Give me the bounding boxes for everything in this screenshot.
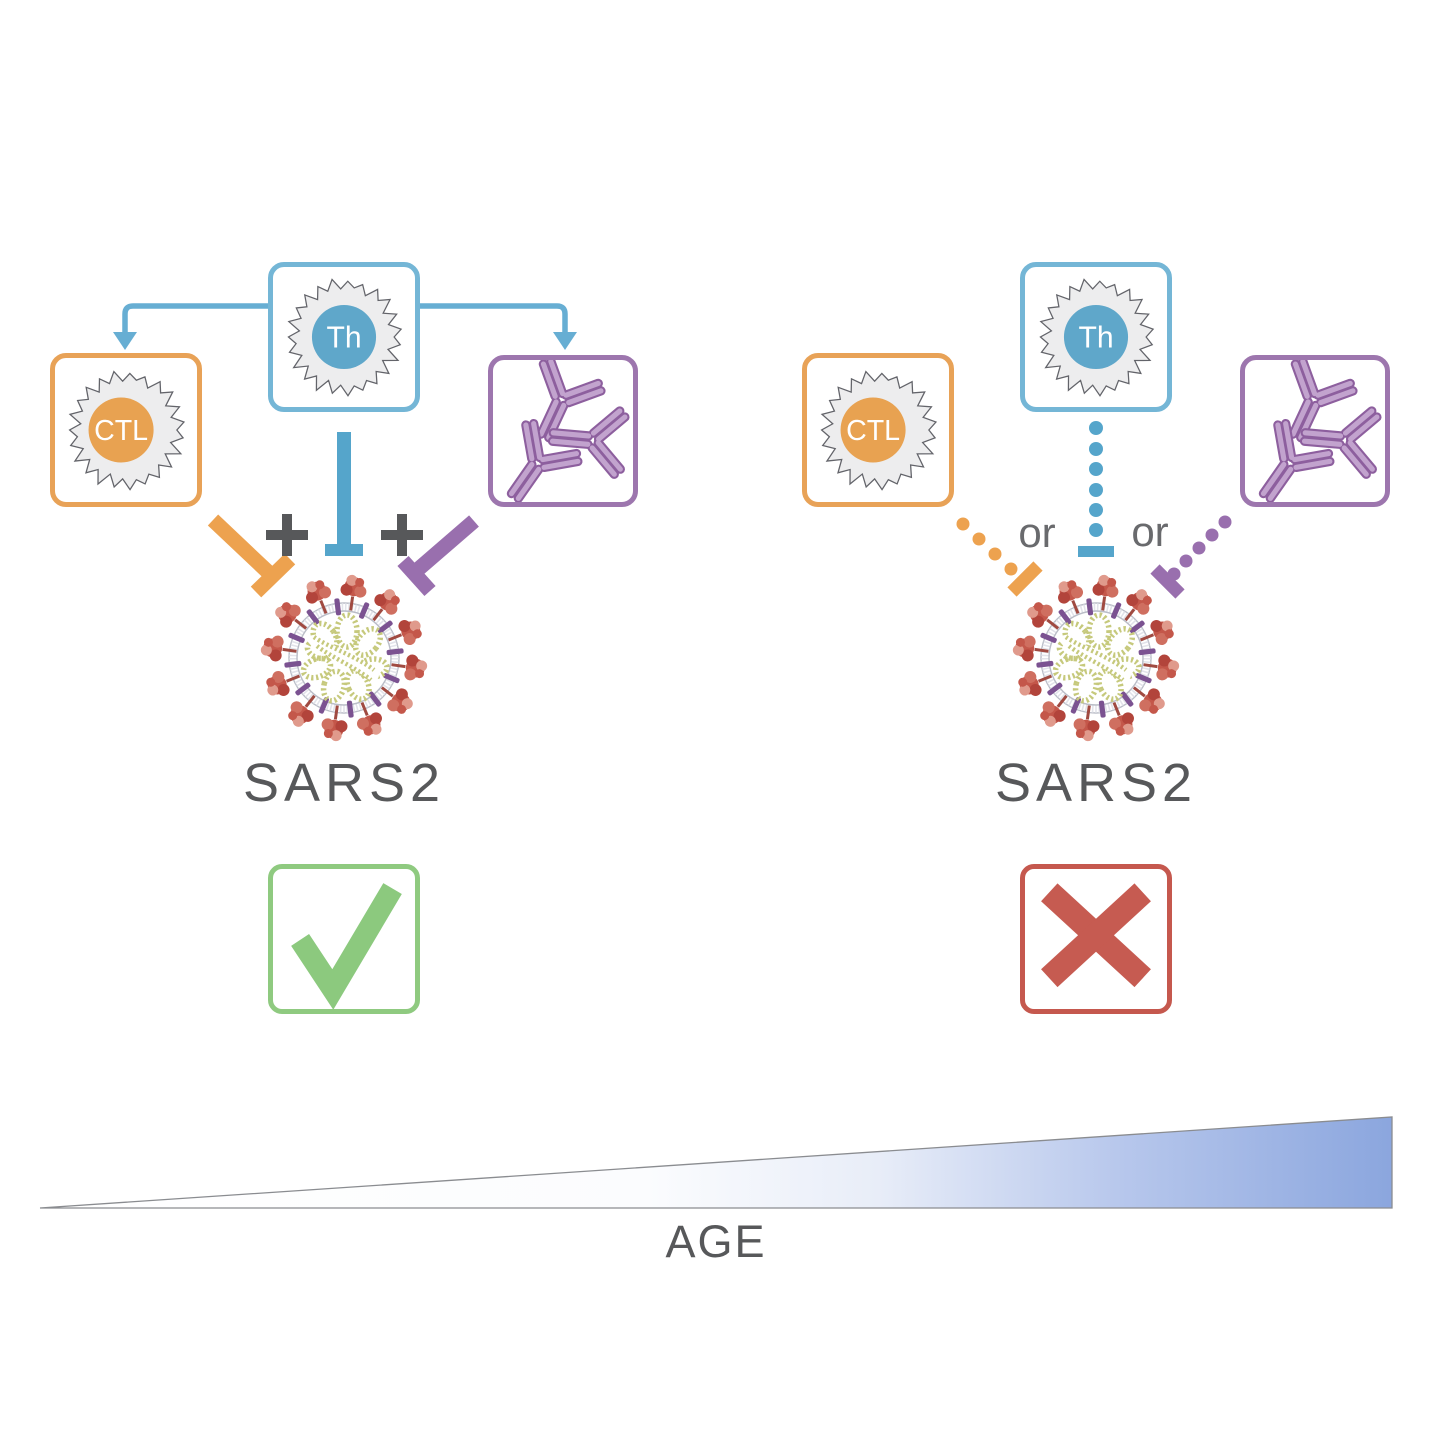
th-to-antibody-arrow — [420, 303, 568, 334]
cross-icon — [1041, 883, 1151, 988]
th-activation-arrows — [122, 303, 568, 334]
antibody-box-young — [488, 355, 638, 507]
antibody-inhibition-t-bar-icon — [397, 515, 479, 597]
th-inhibition-t-bar-icon — [325, 432, 363, 556]
checkmark-icon — [291, 883, 402, 1010]
or-label: or — [1018, 509, 1056, 556]
th-cell-label: Th — [326, 322, 361, 355]
ctl-inhibition-t-bar-icon — [207, 514, 296, 598]
antibody-y-icon — [493, 360, 633, 502]
antibody-y-icon — [1245, 360, 1385, 502]
virus-label-young: SARS2 — [242, 753, 446, 813]
antibody-inhibition-dotted-icon — [1150, 515, 1232, 599]
ctl-cell-label: CTL — [846, 415, 900, 447]
th-cell-box-aged: Th — [1020, 262, 1172, 412]
plus-icon — [381, 514, 423, 556]
th-cell-icon: Th — [287, 278, 403, 397]
sars2-virus-icon — [1012, 574, 1181, 743]
ctl-cell-label: CTL — [94, 415, 148, 447]
antibody-box-aged — [1240, 355, 1390, 507]
ctl-inhibition-dotted-icon — [956, 517, 1043, 597]
ctl-nucleus — [840, 397, 906, 463]
age-axis-label: AGE — [665, 1216, 767, 1267]
ctl-cell-box-aged: CTL — [802, 353, 954, 507]
outcome-box-aged — [1020, 864, 1172, 1014]
plus-icon — [266, 514, 308, 556]
ctl-cell-icon: CTL — [820, 370, 938, 491]
ctl-cell-icon: CTL — [68, 370, 186, 491]
ctl-cell-box-young: CTL — [50, 353, 202, 507]
outcome-box-young — [268, 864, 420, 1014]
or-label: or — [1131, 508, 1169, 555]
arrowhead-left-icon — [113, 332, 137, 350]
ctl-nucleus — [88, 397, 154, 463]
th-inhibition-dotted-icon — [1078, 421, 1114, 557]
th-nucleus — [311, 304, 377, 370]
th-to-ctl-arrow — [122, 303, 268, 334]
th-cell-box-young: Th — [268, 262, 420, 412]
arrowhead-right-icon — [553, 332, 577, 350]
virus-label-aged: SARS2 — [994, 753, 1198, 813]
sars2-virus-icon — [260, 574, 429, 743]
th-cell-label: Th — [1078, 322, 1113, 355]
th-nucleus — [1063, 304, 1129, 370]
th-cell-icon: Th — [1039, 278, 1155, 397]
age-gradient-triangle — [39, 1116, 1393, 1209]
